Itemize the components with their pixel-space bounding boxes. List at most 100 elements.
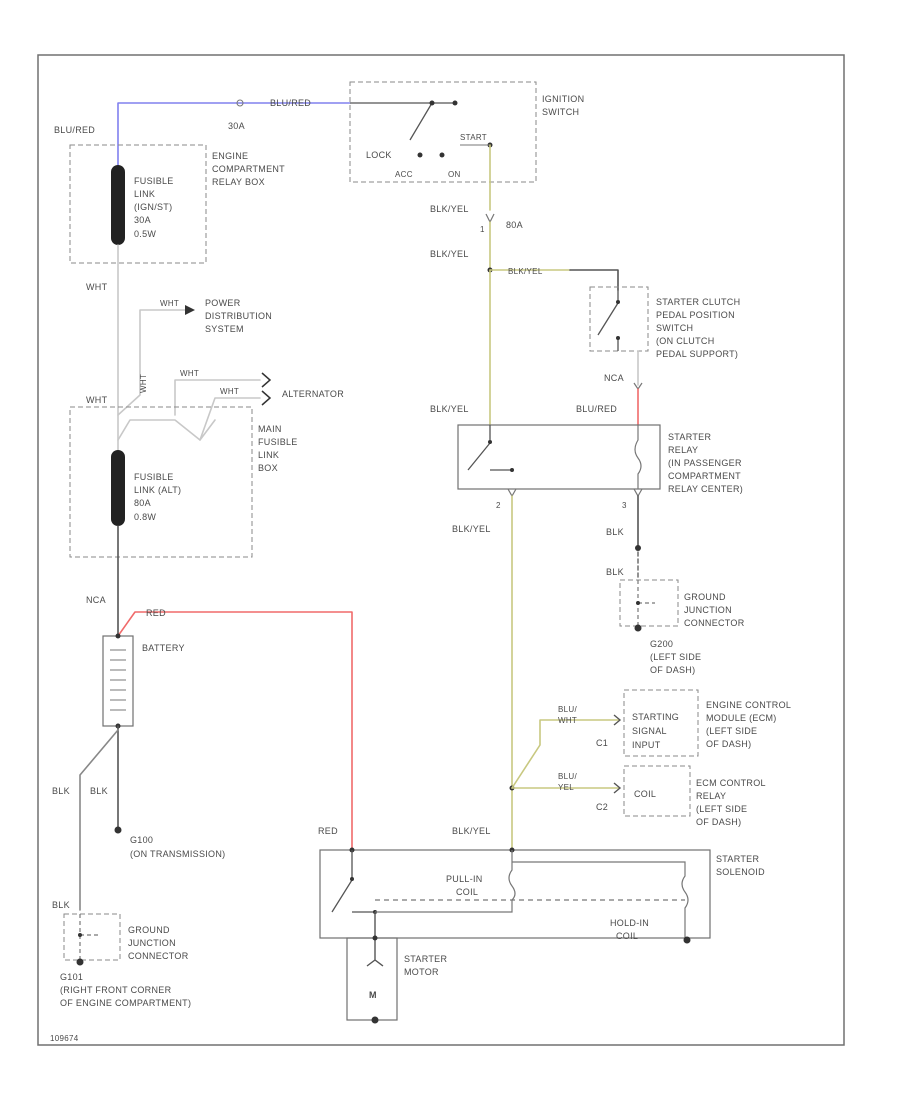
svg-text:(LEFT SIDE: (LEFT SIDE (706, 726, 757, 736)
relay-pin-2-connector (507, 488, 517, 498)
ecm-relay-label: ECM CONTROL RELAY (LEFT SIDE OF DASH) (696, 778, 766, 827)
svg-text:STARTER: STARTER (716, 854, 759, 864)
clutch-switch-label: STARTER CLUTCH PEDAL POSITION SWITCH (ON… (656, 297, 740, 359)
battery-cells (110, 649, 126, 711)
ground-junction-2 (619, 579, 679, 627)
fuse-30a-symbol (236, 99, 244, 107)
starter-relay-box (457, 424, 661, 490)
svg-text:MAIN: MAIN (258, 424, 282, 434)
starter-motor-ground (371, 1016, 379, 1024)
ground-junction-1-wires (79, 914, 100, 960)
diagram-id: 109674 (50, 1034, 79, 1043)
hold-in-coil (512, 861, 689, 938)
hold-in-ground (683, 936, 691, 944)
ign-contact-2 (452, 100, 458, 106)
starting-signal-label: STARTING SIGNAL INPUT (632, 712, 679, 750)
svg-text:OF ENGINE COMPARTMENT): OF ENGINE COMPARTMENT) (60, 998, 191, 1008)
svg-text:(ON CLUTCH: (ON CLUTCH (656, 336, 715, 346)
fusible-link-ign-label: FUSIBLE LINK (IGN/ST) 30A 0.5W (134, 176, 173, 239)
svg-text:GROUND: GROUND (128, 925, 170, 935)
svg-text:30A: 30A (134, 215, 151, 225)
svg-text:JUNCTION: JUNCTION (684, 605, 732, 615)
red-battery-label: RED (146, 608, 166, 618)
starter-relay-coil (634, 425, 642, 489)
wire-blu-red-top (117, 102, 351, 166)
hold-in-coil-label: HOLD-IN COIL (610, 918, 649, 941)
ground-junction-2-wires (637, 580, 655, 626)
main-fusible-link-box (69, 406, 253, 558)
g101-ground (76, 958, 84, 966)
wht-label-3: WHT (180, 369, 199, 378)
svg-text:DISTRIBUTION: DISTRIBUTION (205, 311, 272, 321)
node-blk-4 (635, 545, 641, 551)
fuse-80a-label: 80A (506, 220, 523, 230)
g200-ground (634, 624, 642, 632)
start-label: START (460, 133, 487, 142)
svg-text:(IGN/ST): (IGN/ST) (134, 202, 172, 212)
power-distribution-label: POWER DISTRIBUTION SYSTEM (205, 298, 272, 334)
clutch-contact-bottom (616, 336, 620, 340)
starter-motor-label: STARTER MOTOR (404, 954, 447, 977)
svg-text:PEDAL POSITION: PEDAL POSITION (656, 310, 735, 320)
g200-label: G200 (LEFT SIDE OF DASH) (650, 639, 701, 675)
blu-red-left-label: BLU/RED (54, 125, 95, 135)
svg-text:RELAY CENTER): RELAY CENTER) (668, 484, 743, 494)
ground-junction-1 (63, 913, 121, 961)
svg-text:MODULE (ECM): MODULE (ECM) (706, 713, 777, 723)
svg-text:0.8W: 0.8W (134, 512, 156, 522)
svg-text:BOX: BOX (258, 463, 278, 473)
svg-text:ENGINE CONTROL: ENGINE CONTROL (706, 700, 791, 710)
nca-left-label: NCA (86, 595, 106, 605)
fuse-80a-symbol (485, 213, 495, 224)
pin-2-label: 2 (496, 501, 501, 510)
svg-text:COMPARTMENT: COMPARTMENT (212, 164, 285, 174)
blk-yel-label-4: BLK/YEL (430, 404, 469, 414)
svg-text:OF DASH): OF DASH) (696, 817, 741, 827)
svg-text:PEDAL SUPPORT): PEDAL SUPPORT) (656, 349, 738, 359)
starter-solenoid-label: STARTER SOLENOID (716, 854, 765, 877)
svg-text:HOLD-IN: HOLD-IN (610, 918, 649, 928)
fusible-link-alt (111, 450, 125, 526)
ign-contact-acc (439, 152, 445, 158)
nca-right-label: NCA (604, 373, 624, 383)
wire-wht-power-dist (117, 309, 186, 416)
svg-text:MOTOR: MOTOR (404, 967, 439, 977)
svg-text:COIL: COIL (456, 887, 478, 897)
clutch-switch-box (589, 286, 649, 352)
pin-3-label: 3 (622, 501, 627, 510)
pull-in-coil-label: PULL-IN COIL (446, 874, 482, 897)
svg-text:GROUND: GROUND (684, 592, 726, 602)
engine-relay-box (69, 144, 207, 264)
svg-text:0.5W: 0.5W (134, 229, 156, 239)
svg-text:SWITCH: SWITCH (656, 323, 693, 333)
svg-text:G200: G200 (650, 639, 673, 649)
ecm-label: ENGINE CONTROL MODULE (ECM) (LEFT SIDE O… (706, 700, 791, 749)
svg-text:JUNCTION: JUNCTION (128, 938, 176, 948)
ignition-switch-box (349, 81, 537, 183)
g101-label: G101 (RIGHT FRONT CORNER OF ENGINE COMPA… (60, 972, 191, 1008)
svg-text:LINK (ALT): LINK (ALT) (134, 485, 181, 495)
wire-blk-g101 (79, 729, 119, 911)
blu-yel-label: BLU/ YEL (558, 772, 577, 792)
wire-red-battery-starter (117, 611, 353, 851)
svg-text:80A: 80A (134, 498, 151, 508)
pin-1-label: 1 (480, 225, 485, 234)
diagram-border (37, 54, 845, 1046)
node-gj1-top (78, 933, 82, 937)
wht-label-1: WHT (86, 282, 108, 292)
relay-contact-2 (510, 468, 514, 472)
c1-label: C1 (596, 738, 608, 748)
blk-yel-label-6: BLK/YEL (452, 826, 491, 836)
svg-text:SYSTEM: SYSTEM (205, 324, 244, 334)
node-battery-top (115, 633, 121, 639)
svg-text:ECM CONTROL: ECM CONTROL (696, 778, 766, 788)
svg-text:ENGINE: ENGINE (212, 151, 248, 161)
blk-yel-label-2: BLK/YEL (430, 249, 469, 259)
ground-junction-1-label: GROUND JUNCTION CONNECTOR (128, 925, 188, 961)
solenoid-contact-1 (350, 877, 354, 881)
wht-vertical-label: WHT (139, 374, 148, 393)
fuse-30a-label: 30A (228, 121, 245, 131)
on-label: ON (448, 170, 461, 179)
svg-text:OF DASH): OF DASH) (650, 665, 695, 675)
ign-contact-lock (417, 152, 423, 158)
